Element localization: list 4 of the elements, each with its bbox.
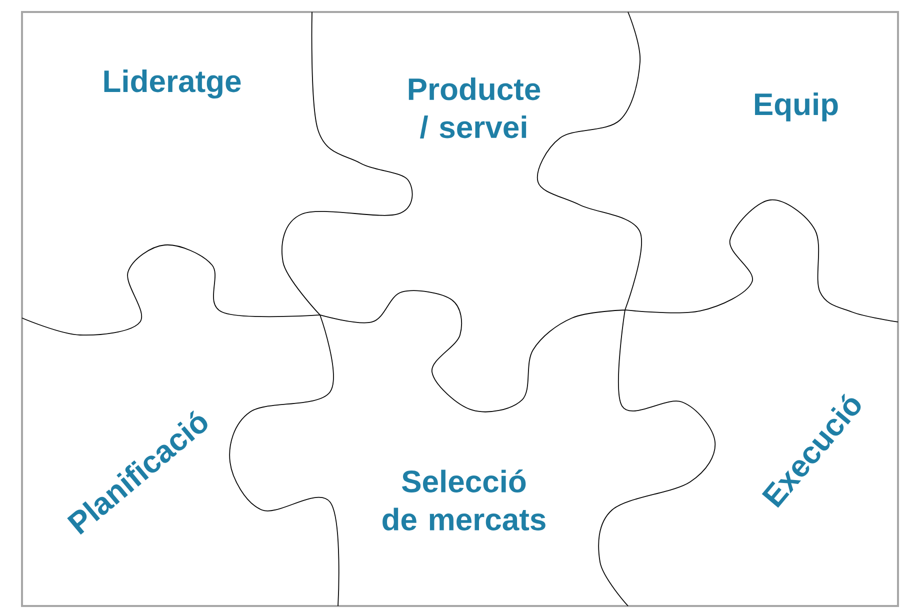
- piece-label: Lideratge: [104, 69, 241, 98]
- piece-label: Selecció de mercats: [382, 469, 546, 530]
- piece-label: Equip: [755, 92, 838, 122]
- piece-label: Producte / servei: [408, 77, 540, 139]
